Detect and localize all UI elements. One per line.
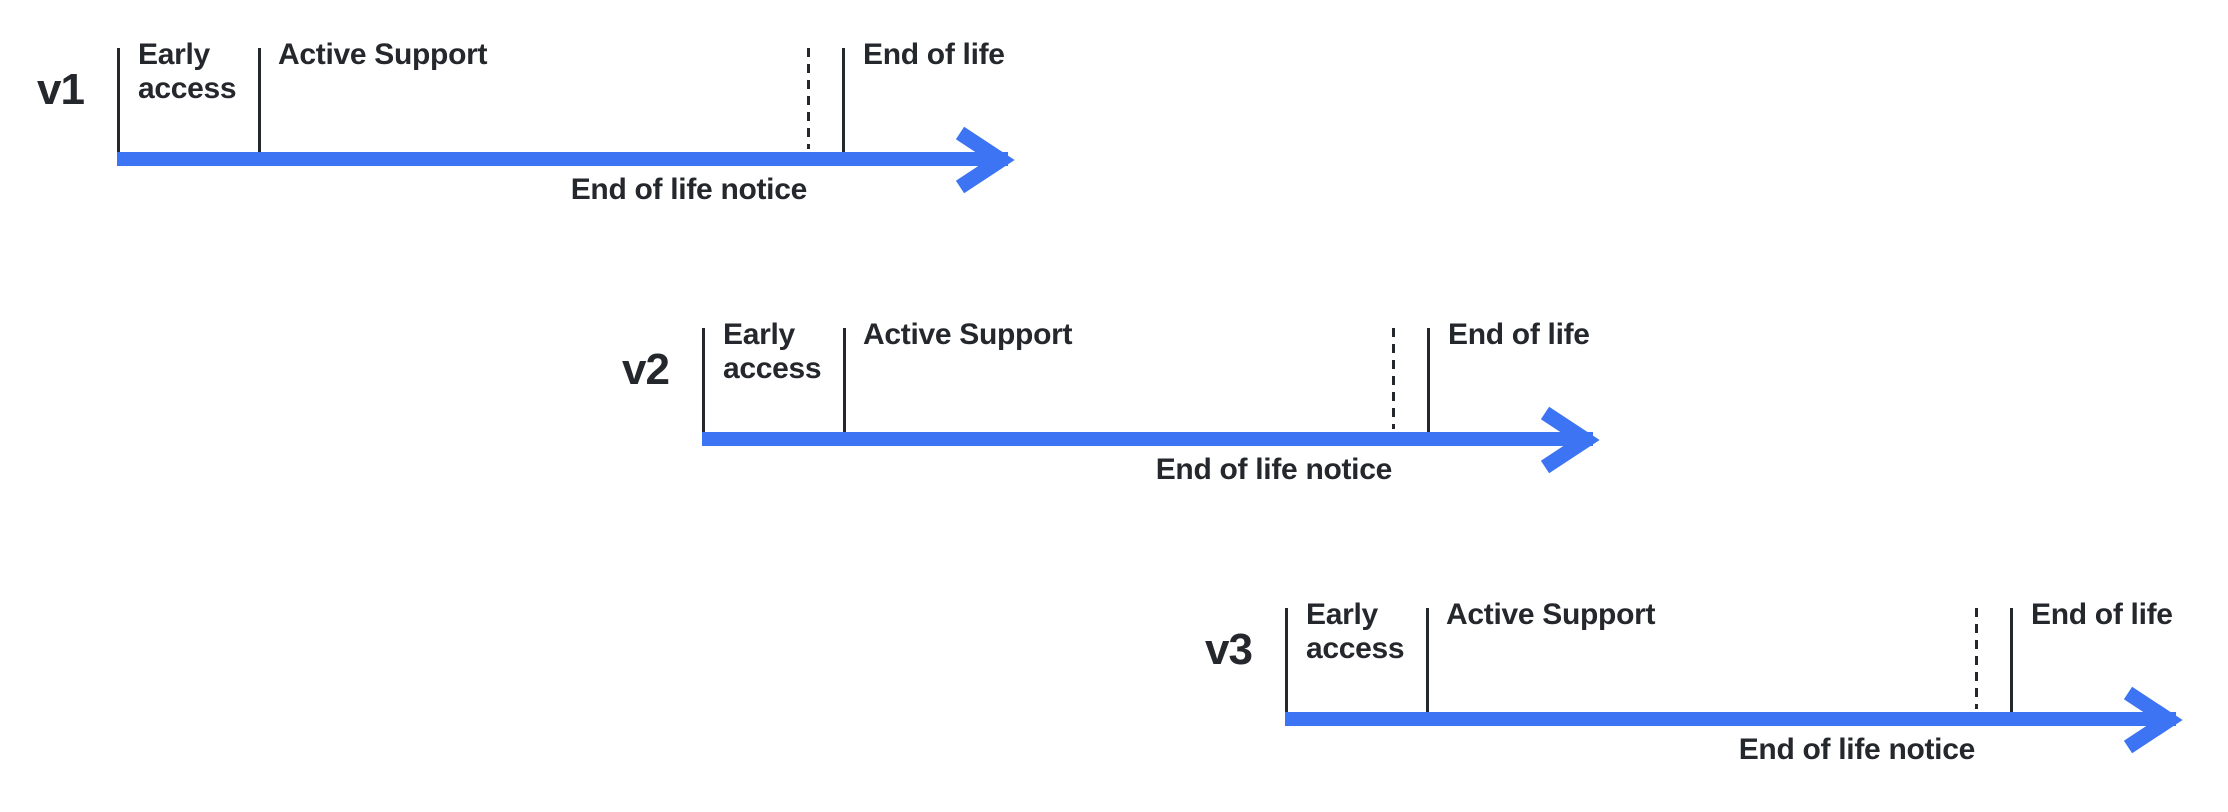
- early-access-label: Early access: [1306, 598, 1405, 665]
- active-support-start-tick: [1426, 608, 1429, 712]
- early-access-start-tick: [117, 48, 120, 152]
- eol-notice-dashed-line: [1975, 608, 1978, 709]
- active-support-start-tick: [843, 328, 846, 432]
- version-label: v1: [37, 65, 85, 114]
- eol-notice-dashed-line: [1392, 328, 1395, 429]
- active-support-label: Active Support: [1446, 598, 1656, 631]
- arrow-head-icon: [1540, 406, 1600, 474]
- end-of-life-label: End of life: [2031, 598, 2173, 631]
- timeline-bar: [117, 152, 1008, 166]
- active-support-label: Active Support: [278, 38, 488, 71]
- timeline-row-v3: v3 Early access Active Support End of li…: [1168, 560, 2228, 790]
- early-access-start-tick: [702, 328, 705, 432]
- timeline-bar: [1285, 712, 2176, 726]
- early-access-label: Early access: [723, 318, 822, 385]
- arrow-head-icon: [955, 126, 1015, 194]
- end-of-life-label: End of life: [863, 38, 1005, 71]
- active-support-start-tick: [258, 48, 261, 152]
- end-of-life-tick: [2010, 608, 2013, 712]
- end-of-life-notice-label: End of life notice: [1738, 733, 1976, 766]
- arrow-head-icon: [2123, 686, 2183, 754]
- end-of-life-notice-label: End of life notice: [570, 173, 808, 206]
- version-label: v3: [1205, 625, 1253, 674]
- end-of-life-tick: [1427, 328, 1430, 432]
- timeline-bar: [702, 432, 1593, 446]
- end-of-life-tick: [842, 48, 845, 152]
- timeline-row-v2: v2 Early access Active Support End of li…: [585, 280, 1660, 510]
- version-label: v2: [622, 345, 670, 394]
- end-of-life-notice-label: End of life notice: [1155, 453, 1393, 486]
- early-access-start-tick: [1285, 608, 1288, 712]
- early-access-label: Early access: [138, 38, 237, 105]
- timeline-row-v1: v1 Early access Active Support End of li…: [0, 0, 1075, 230]
- eol-notice-dashed-line: [807, 48, 810, 149]
- active-support-label: Active Support: [863, 318, 1073, 351]
- end-of-life-label: End of life: [1448, 318, 1590, 351]
